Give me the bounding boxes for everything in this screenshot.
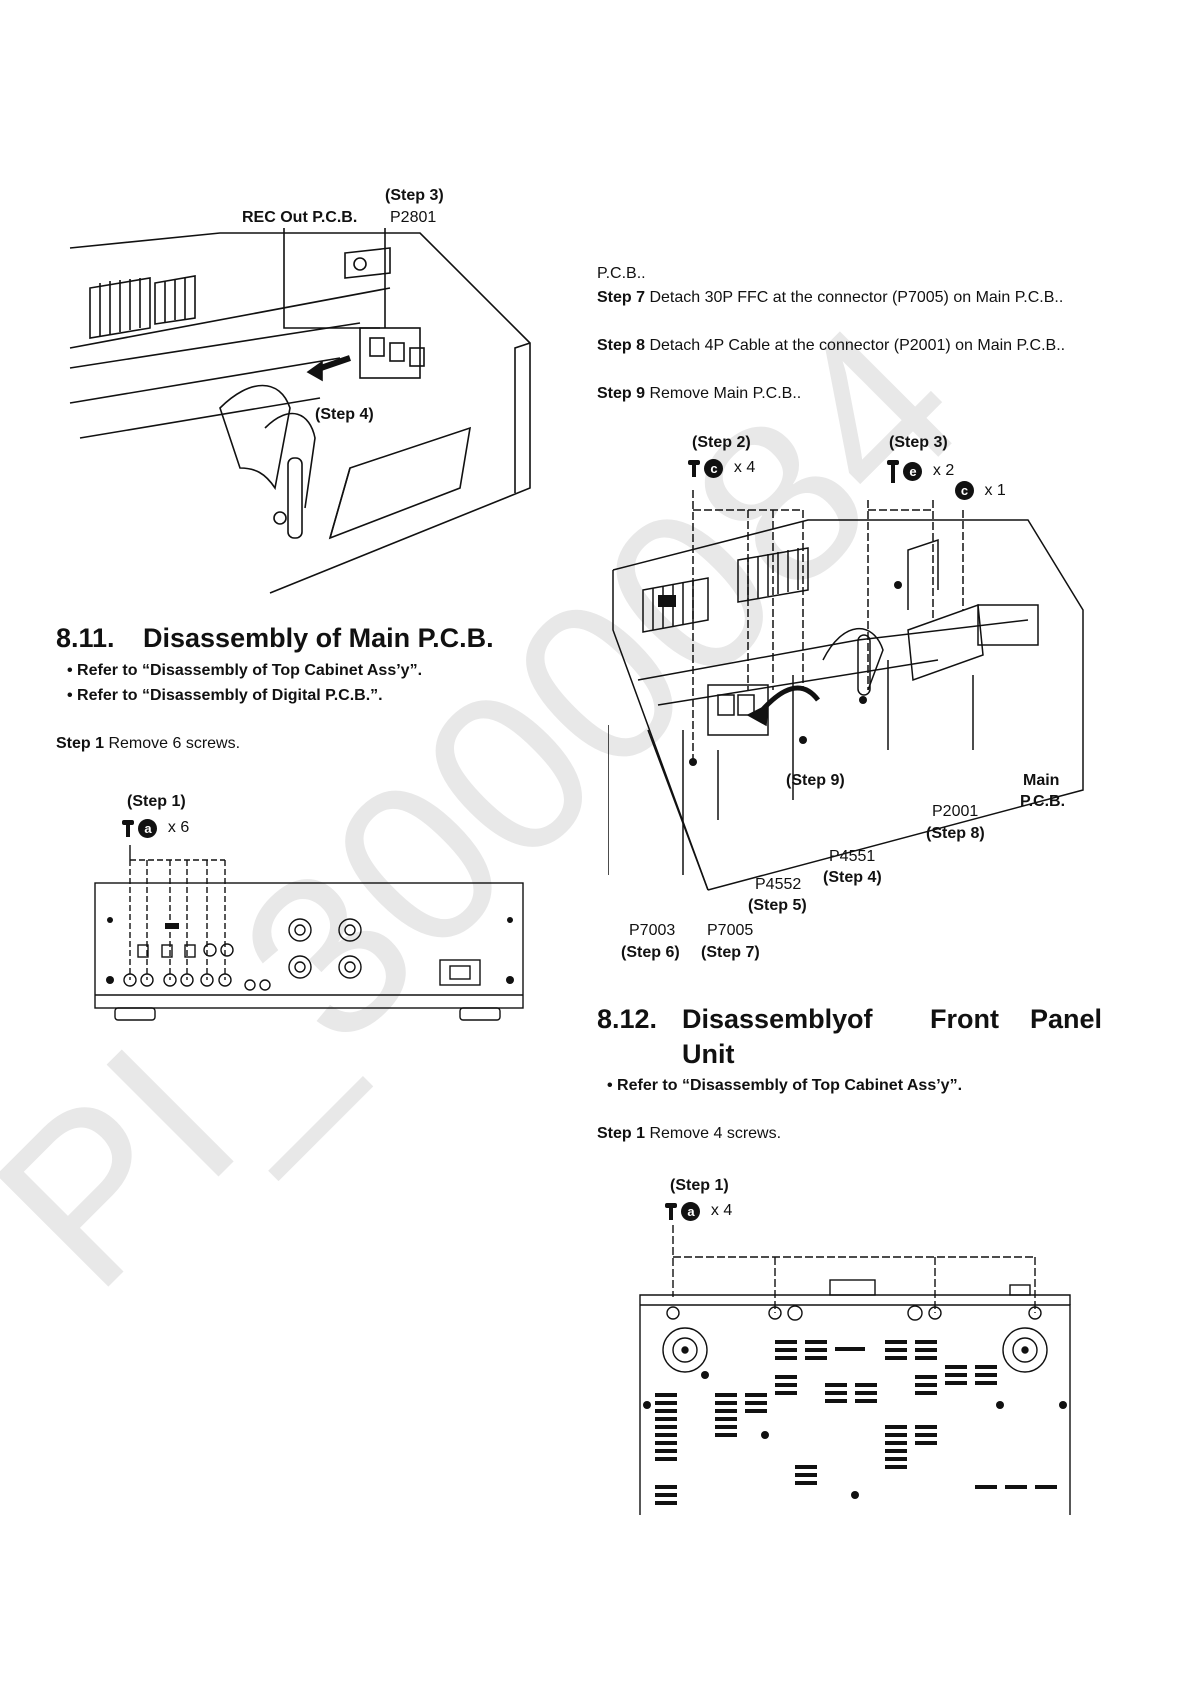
sec811-title: Disassembly of Main P.C.B. (143, 623, 494, 653)
badge-c-icon: c (704, 458, 724, 478)
sec811-step1: Step 1 Remove 6 screws. (56, 732, 240, 756)
fig-main-c-x4-count: x 4 (733, 459, 756, 477)
sec812-bullet: • Refer to “Disassembly of Top Cabinet A… (607, 1077, 963, 1094)
screw-icon (688, 460, 700, 477)
fig-main-step3: (Step 3) (889, 434, 948, 451)
fig-main-c-x4: c x 4 (688, 458, 755, 478)
sec812-title-b: of (847, 1004, 873, 1034)
fig-main-p4552: P4552 (755, 876, 802, 893)
fig-main-step8: (Step 8) (926, 825, 985, 842)
right-line0: P.C.B.. (597, 265, 646, 282)
fig-top-rec-out-label: REC Out P.C.B. (242, 209, 358, 226)
sec812-number: 8.12. (597, 1004, 658, 1034)
right-step9: Step 9 Remove Main P.C.B.. (597, 382, 801, 406)
badge-c-icon: c (955, 481, 974, 500)
right-step9-label: Step 9 (597, 385, 646, 402)
right-step7-text: Detach 30P FFC at the connector (P7005) … (645, 289, 1064, 306)
sec812-fig-legend: a x 4 (665, 1201, 732, 1221)
sec811-bullet-2: • Refer to “Disassembly of Digital P.C.B… (67, 687, 383, 704)
sec811-fig-count: x 6 (167, 819, 190, 837)
fig-top-p2801-label: P2801 (390, 209, 437, 226)
fig-main-step2: (Step 2) (692, 434, 751, 451)
sec812-title-a: Disassembly (682, 1004, 848, 1034)
fig-main-p4551: P4551 (829, 848, 876, 865)
fig-main-e-x2: e x 2 (887, 458, 954, 484)
badge-a-icon: a (681, 1201, 701, 1221)
fig-main-drawing (608, 490, 1084, 891)
screw-icon (665, 1203, 677, 1220)
fig-top-step4-label: (Step 4) (315, 406, 374, 423)
fig-main-main-pcb-1: Main (1023, 772, 1060, 789)
sec812-step1: Step 1 Remove 4 screws. (597, 1122, 781, 1146)
fig-main-step9: (Step 9) (786, 772, 845, 789)
fig-main-c-x1-count: x 1 (984, 481, 1006, 499)
fig-main-step6: (Step 6) (621, 944, 680, 961)
fig-main-c-x1: c x 1 (955, 481, 1006, 500)
sec811-number: 8.11. (56, 623, 115, 653)
sec812-title-c: Front (930, 1004, 999, 1034)
right-step8-text: Detach 4P Cable at the connector (P2001)… (645, 337, 1066, 354)
right-step8: Step 8 Detach 4P Cable at the connector … (597, 334, 1102, 358)
right-step8-label: Step 8 (597, 337, 646, 354)
fig-main-p7005: P7005 (707, 922, 754, 939)
badge-a-icon: a (138, 818, 158, 838)
fig-main-p2001: P2001 (932, 803, 979, 820)
sec811-bullet-1: • Refer to “Disassembly of Top Cabinet A… (67, 662, 423, 679)
sec812-front-panel-drawing (639, 1225, 1071, 1515)
fig-main-step4: (Step 4) (823, 869, 882, 886)
fig-top-step3-label: (Step 3) (385, 187, 444, 204)
right-step7: Step 7 Detach 30P FFC at the connector (… (597, 286, 1102, 310)
fig-main-p7003: P7003 (629, 922, 676, 939)
sec812-fig-count: x 4 (710, 1202, 733, 1220)
sec811-fig-step1: (Step 1) (127, 793, 186, 810)
fig-top-drawing (69, 228, 531, 594)
fig-main-e-x2-count: x 2 (932, 462, 955, 480)
sec812-fig-step1: (Step 1) (670, 1177, 729, 1194)
sec811-rear-panel-drawing (94, 845, 524, 1021)
right-step7-label: Step 7 (597, 289, 646, 306)
long-screw-icon (887, 460, 899, 483)
sec811-step1-label: Step 1 (56, 735, 105, 752)
fig-main-step5: (Step 5) (748, 897, 807, 914)
sec812-title-d: Panel (1030, 1004, 1103, 1034)
screw-icon (122, 820, 134, 837)
right-step9-text: Remove Main P.C.B.. (645, 385, 802, 402)
sec811-fig-legend: a x 6 (122, 818, 189, 838)
sec812-step1-text: Remove 4 screws. (645, 1125, 782, 1142)
sec812-title-e: Unit (682, 1039, 735, 1069)
fig-main-main-pcb-2: P.C.B. (1020, 793, 1066, 810)
fig-main-step7: (Step 7) (701, 944, 760, 961)
sec812-step1-label: Step 1 (597, 1125, 646, 1142)
sec811-step1-text: Remove 6 screws. (104, 735, 241, 752)
badge-e-icon: e (903, 461, 923, 481)
